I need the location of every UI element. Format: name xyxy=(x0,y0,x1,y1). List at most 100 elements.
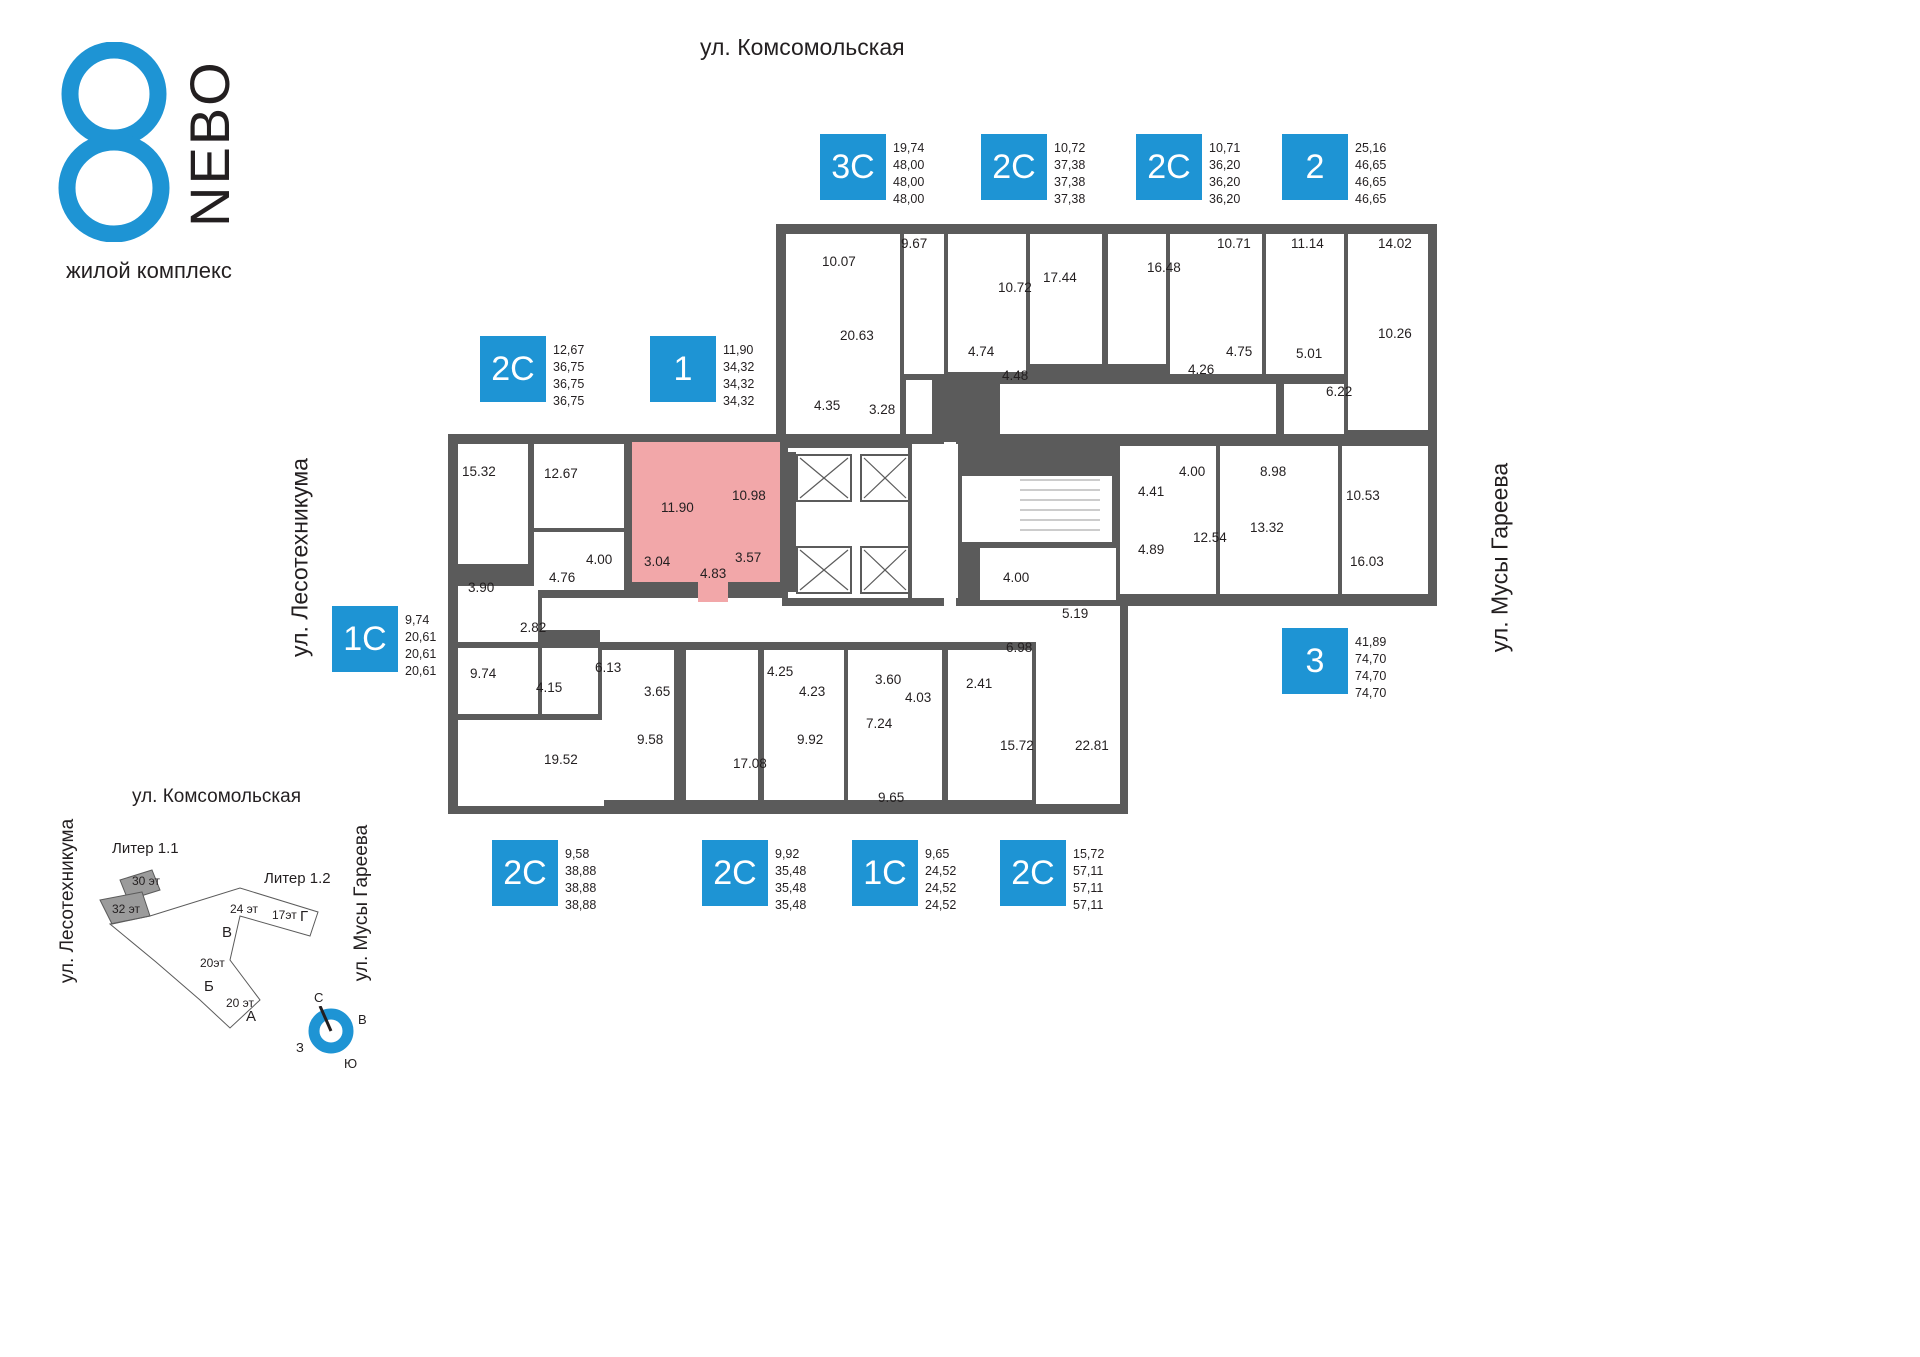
room-area-label: 13.32 xyxy=(1250,520,1284,535)
apartment-area-value: 37,38 xyxy=(1054,175,1086,189)
apartment-type-badge[interactable]: 2С xyxy=(492,840,558,906)
room-area-label: 2.41 xyxy=(966,676,993,691)
room-area-label: 11.90 xyxy=(661,500,694,515)
minimap-floor-32: 32 эт xyxy=(112,902,141,916)
minimap-section-a: А xyxy=(246,1008,257,1025)
room-area-label: 4.00 xyxy=(1179,464,1206,479)
apartment-area-value: 10,71 xyxy=(1209,141,1241,155)
apartment-area-value: 36,75 xyxy=(553,360,585,374)
apartment-type-badge[interactable]: 2С xyxy=(1000,840,1066,906)
room-area-label: 4.00 xyxy=(586,552,613,567)
room-area-label: 10.53 xyxy=(1346,488,1380,503)
room-area-label: 10.72 xyxy=(998,280,1032,295)
apartment-type-badge[interactable]: 3 xyxy=(1282,628,1348,694)
compass-south: Ю xyxy=(344,1056,358,1071)
apartment-type-badge[interactable]: 1 xyxy=(650,336,716,402)
apartment-area-value: 15,72 xyxy=(1073,847,1105,861)
highlighted-apartment[interactable] xyxy=(632,442,780,582)
room-area-label: 4.76 xyxy=(549,570,576,585)
room-area-label: 9.65 xyxy=(878,790,905,805)
minimap-street-right: ул. Мусы Гареева xyxy=(351,824,372,982)
apartment-type-badge[interactable]: 2С xyxy=(1136,134,1202,200)
apartment-area-value: 20,61 xyxy=(405,647,437,661)
room-area-label: 3.57 xyxy=(735,550,762,565)
apartment-area-value: 9,58 xyxy=(565,847,590,861)
room-area-label: 4.74 xyxy=(968,344,995,359)
minimap-liter-1-1: Литер 1.1 xyxy=(112,840,179,857)
room-area-label: 17.44 xyxy=(1043,270,1077,285)
minimap-street-top: ул. Комсомольская xyxy=(132,786,301,807)
apartment-area-value: 25,16 xyxy=(1355,141,1387,155)
apartment-area-value: 9,65 xyxy=(925,847,950,861)
room-area-label: 4.75 xyxy=(1226,344,1253,359)
apartment-area-value: 74,70 xyxy=(1355,652,1387,666)
minimap-street-left: ул. Лесотехникума xyxy=(57,818,78,984)
room-area-label: 4.35 xyxy=(814,398,841,413)
apartment-area-value: 9,92 xyxy=(775,847,800,861)
room-area-label: 4.00 xyxy=(1003,570,1030,585)
apartment-areas: 9,58 38,88 38,88 38,88 xyxy=(565,846,596,914)
minimap-floor-17: 17эт xyxy=(272,908,297,922)
room-area-label: 4.15 xyxy=(536,680,563,695)
apartment-area-value: 24,52 xyxy=(925,898,957,912)
apartment-area-value: 48,00 xyxy=(893,158,925,172)
room-area-label: 16.48 xyxy=(1147,260,1181,275)
compass-west: З xyxy=(296,1040,304,1055)
apartment-area-value: 36,20 xyxy=(1209,175,1241,189)
apartment-area-value: 34,32 xyxy=(723,377,755,391)
apartment-type-badge[interactable]: 2С xyxy=(981,134,1047,200)
room-area-label: 12.54 xyxy=(1193,530,1227,545)
room-area-label: 4.23 xyxy=(799,684,826,699)
room-area-label: 4.83 xyxy=(700,566,727,581)
apartment-area-value: 11,90 xyxy=(723,343,754,357)
room-area-label: 3.28 xyxy=(869,402,896,417)
compass-north: С xyxy=(314,990,324,1005)
apartment-type-badge[interactable]: 1С xyxy=(852,840,918,906)
apartment-area-value: 48,00 xyxy=(893,175,925,189)
room-area-label: 17.08 xyxy=(733,756,767,771)
apartment-area-value: 38,88 xyxy=(565,881,597,895)
apartment-area-value: 34,32 xyxy=(723,360,755,374)
room-area-label: 5.19 xyxy=(1062,606,1089,621)
room-area-label: 4.41 xyxy=(1138,484,1165,499)
room-area-label: 8.98 xyxy=(1260,464,1287,479)
apartment-area-value: 57,11 xyxy=(1073,881,1104,895)
apartment-type-badge[interactable]: 1С xyxy=(332,606,398,672)
apartment-area-value: 20,61 xyxy=(405,630,437,644)
room-area-label: 4.89 xyxy=(1138,542,1165,557)
minimap-floor-24: 24 эт xyxy=(230,902,259,916)
room-area-label: 20.63 xyxy=(840,328,874,343)
room-area-label: 4.26 xyxy=(1188,362,1215,377)
room-area-label: 6.22 xyxy=(1326,384,1353,399)
room-area-label: 15.72 xyxy=(1000,738,1034,753)
compass-icon xyxy=(308,1006,354,1054)
room-area-label: 15.32 xyxy=(462,464,496,479)
apartment-type-badge[interactable]: 2С xyxy=(480,336,546,402)
room-area-label: 22.81 xyxy=(1075,738,1109,753)
apartment-area-value: 46,65 xyxy=(1355,158,1387,172)
room-area-label: 19.52 xyxy=(544,752,578,767)
apartment-type-badge[interactable]: 2 xyxy=(1282,134,1348,200)
apartment-type-badge[interactable]: 2С xyxy=(702,840,768,906)
apartment-type-badge[interactable]: 3С xyxy=(820,134,886,200)
apartment-area-value: 20,61 xyxy=(405,664,437,678)
room-area-label: 9.67 xyxy=(901,236,928,251)
apartment-area-value: 38,88 xyxy=(565,898,597,912)
minimap-section-b: Б xyxy=(204,978,214,995)
room-area-label: 10.26 xyxy=(1378,326,1412,341)
room-area-label: 3.04 xyxy=(644,554,671,569)
apartment-area-value: 36,75 xyxy=(553,394,585,408)
apartment-area-value: 38,88 xyxy=(565,864,597,878)
minimap-liter-1-2: Литер 1.2 xyxy=(264,870,331,887)
